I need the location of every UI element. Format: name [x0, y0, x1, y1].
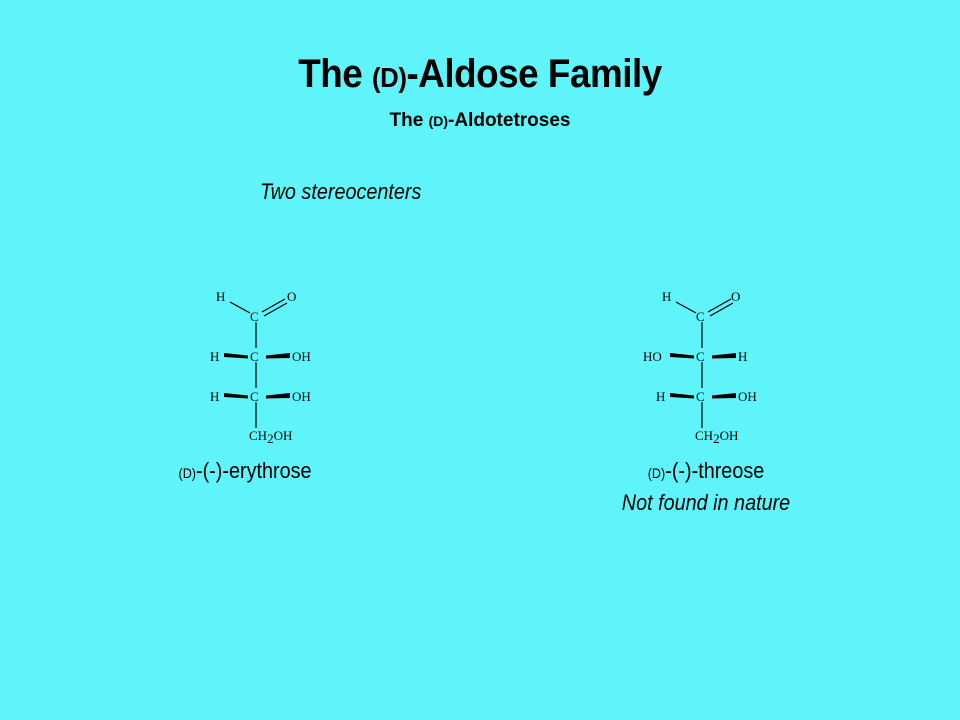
erythrose-c2-right: OH [292, 349, 311, 364]
erythrose-c3-left: H [210, 389, 219, 404]
stereocenters-note: Two stereocenters [260, 179, 422, 204]
erythrose-caption-d: (D) [178, 465, 196, 481]
title-post: -Aldose Family [406, 52, 662, 96]
threose-caption: (D)-(-)-threose [616, 458, 796, 484]
title-pre: The [298, 52, 373, 96]
threose-wedges [670, 353, 736, 399]
threose-c1: C [696, 309, 705, 324]
erythrose-aldehyde-o: O [287, 289, 296, 304]
subtitle-pre: The [389, 110, 429, 131]
threose-c3: C [696, 389, 705, 404]
threose-c3-left: H [656, 389, 665, 404]
erythrose-ch2-sub: 2 [267, 431, 274, 446]
erythrose-ch2oh: CH2OH [249, 428, 292, 446]
threose-nature-note: Not found in nature [621, 490, 791, 515]
erythrose-c2: C [250, 349, 259, 364]
threose-c3-right: OH [738, 389, 757, 404]
erythrose-c2-left: H [210, 349, 219, 364]
threose-c2-right: H [738, 349, 747, 364]
erythrose-c3: C [250, 389, 259, 404]
threose-ch2-sub: 2 [713, 431, 720, 446]
threose-c2-left: HO [643, 349, 662, 364]
title-d-prefix: (D) [372, 62, 407, 93]
threose-c2: C [696, 349, 705, 364]
erythrose-wedges [224, 353, 290, 399]
erythrose-caption: (D)-(-)-erythrose [155, 458, 335, 484]
erythrose-aldehyde-h: H [216, 289, 225, 304]
threose-aldehyde-o: O [731, 289, 740, 304]
erythrose-c3-right: OH [292, 389, 311, 404]
erythrose-bonds [229, 298, 288, 428]
threose-caption-name: -(-)-threose [665, 458, 765, 483]
subtitle-d-prefix: (D) [428, 113, 449, 129]
erythrose-c1: C [250, 309, 259, 324]
erythrose-caption-name: -(-)-erythrose [195, 458, 312, 483]
page-subtitle: The (D)-Aldotetroses [0, 110, 960, 132]
threose-aldehyde-h: H [662, 289, 671, 304]
subtitle-post: -Aldotetroses [448, 110, 571, 131]
threose-caption-d: (D) [647, 465, 666, 481]
page-title: The (D)-Aldose Family [38, 52, 921, 97]
threose-ch2: CH [695, 428, 713, 443]
threose-ch2oh: CH2OH [695, 428, 738, 446]
threose-bonds [675, 298, 734, 428]
threose-ch2-oh: OH [720, 428, 739, 443]
erythrose-ch2: CH [249, 428, 267, 443]
erythrose-ch2-oh: OH [274, 428, 293, 443]
